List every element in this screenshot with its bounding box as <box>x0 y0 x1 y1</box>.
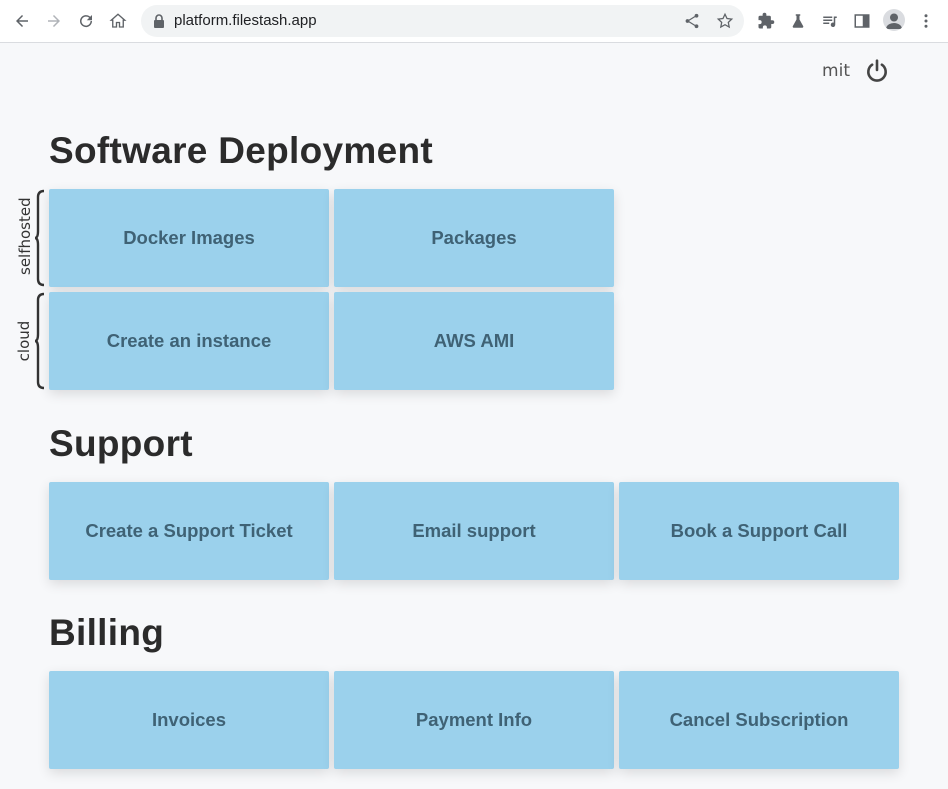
side-panel-button[interactable] <box>851 10 873 32</box>
brace-selfhosted <box>34 189 45 287</box>
card-cancel-subscription[interactable]: Cancel Subscription <box>619 671 899 769</box>
flask-icon <box>792 14 804 28</box>
section-title-billing: Billing <box>49 612 165 653</box>
home-button[interactable] <box>105 8 131 34</box>
reload-button[interactable] <box>73 8 99 34</box>
user-area: mit <box>822 58 890 84</box>
section-title-support: Support <box>49 423 193 464</box>
media-button[interactable] <box>819 10 841 32</box>
card-create-instance[interactable]: Create an instance <box>49 292 329 390</box>
reload-icon <box>80 15 93 28</box>
labs-button[interactable] <box>787 10 809 32</box>
card-create-support-ticket[interactable]: Create a Support Ticket <box>49 482 329 580</box>
lock-icon <box>154 14 164 28</box>
extensions-button[interactable] <box>755 10 777 32</box>
card-book-support-call[interactable]: Book a Support Call <box>619 482 899 580</box>
card-packages[interactable]: Packages <box>334 189 614 287</box>
side-panel-icon <box>854 14 870 28</box>
username: mit <box>822 61 850 81</box>
profile-avatar[interactable] <box>883 9 905 31</box>
bookmark-star-icon[interactable] <box>716 12 734 30</box>
playlist-icon <box>823 16 837 28</box>
person-icon <box>886 13 902 29</box>
power-icon[interactable] <box>864 58 890 84</box>
address-bar[interactable]: platform.filestash.app <box>141 5 744 37</box>
card-invoices[interactable]: Invoices <box>49 671 329 769</box>
card-aws-ami[interactable]: AWS AMI <box>334 292 614 390</box>
arrow-right-icon <box>48 15 60 27</box>
puzzle-icon <box>758 12 775 29</box>
brace-cloud <box>34 292 45 390</box>
card-email-support[interactable]: Email support <box>334 482 614 580</box>
browser-toolbar: platform.filestash.app <box>0 0 948 43</box>
more-vert-icon <box>924 14 928 28</box>
share-icon[interactable] <box>683 12 701 30</box>
forward-button[interactable] <box>41 8 67 34</box>
home-icon <box>109 13 127 28</box>
group-label-selfhosted: selfhosted <box>16 197 34 275</box>
back-button[interactable] <box>9 8 35 34</box>
group-label-cloud: cloud <box>15 320 33 362</box>
arrow-left-icon <box>16 15 28 27</box>
url-text: platform.filestash.app <box>174 12 317 29</box>
card-docker-images[interactable]: Docker Images <box>49 189 329 287</box>
section-title-deployment: Software Deployment <box>49 130 433 171</box>
card-payment-info[interactable]: Payment Info <box>334 671 614 769</box>
browser-menu-button[interactable] <box>915 10 937 32</box>
